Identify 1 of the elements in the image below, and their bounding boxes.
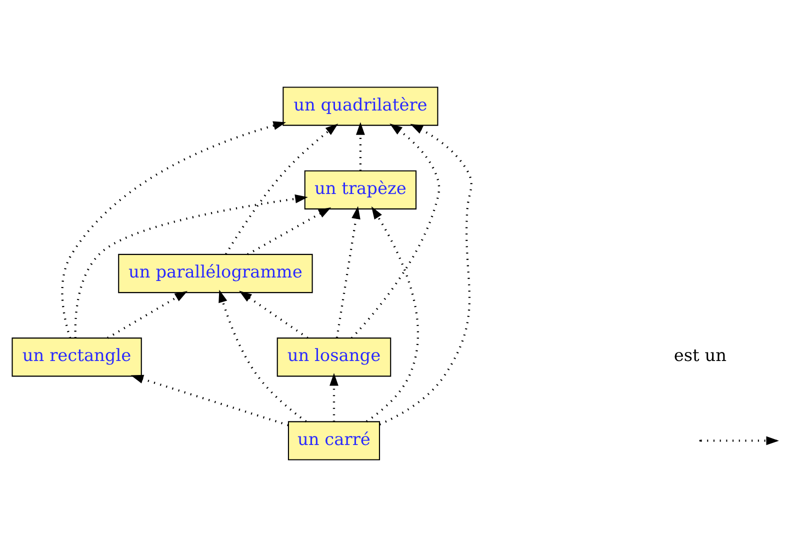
legend-label: est un (674, 344, 727, 365)
